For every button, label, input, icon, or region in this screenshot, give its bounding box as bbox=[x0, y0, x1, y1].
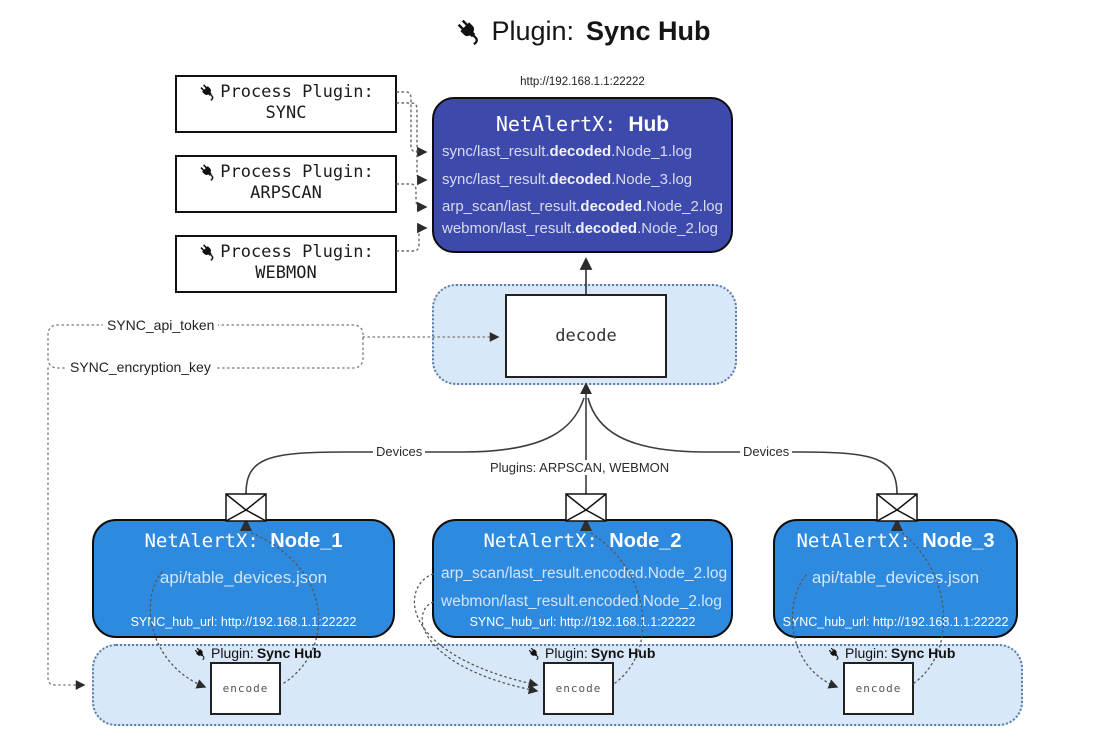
hub-file: arp_scan/last_result.decoded.Node_2.log bbox=[442, 198, 723, 215]
node-3-file: api/table_devices.json bbox=[811, 568, 980, 587]
node-2-title: NetAlertX: Node_2 bbox=[483, 530, 682, 552]
hub-file: sync/last_result.decoded.Node_1.log bbox=[442, 143, 693, 160]
node-3-box: NetAlertX: Node_3 api/table_devices.json… bbox=[773, 519, 1018, 638]
title-name: Sync Hub bbox=[586, 16, 711, 46]
hub-title: NetAlertX: Hub bbox=[434, 112, 731, 137]
process-plugin-name-arpscan: ARPSCAN bbox=[250, 183, 322, 203]
envelope-icon bbox=[876, 493, 918, 522]
node-2-file: webmon/last_result.encoded.Node_2.log bbox=[441, 593, 722, 610]
decode-box: decode bbox=[505, 294, 667, 378]
node-1-hub-url: SYNC_hub_url: http://192.168.1.1:22222 bbox=[130, 615, 357, 629]
process-to-hub-connectors bbox=[396, 91, 428, 252]
node-to-decode-fan bbox=[245, 382, 898, 495]
node-2-file: arp_scan/last_result.encoded.Node_2.log bbox=[441, 565, 728, 582]
hub-url: http://192.168.1.1:22222 bbox=[520, 76, 645, 88]
process-plugin-name-webmon: WEBMON bbox=[255, 263, 317, 283]
process-plugin-box-sync: Process Plugin: SYNC bbox=[175, 75, 397, 133]
plug-icon bbox=[458, 19, 479, 46]
plug-icon bbox=[528, 647, 539, 660]
encode-box-1: encode bbox=[210, 662, 281, 715]
process-plugin-label: Process Plugin: bbox=[220, 162, 374, 182]
node-1-file: api/table_devices.json bbox=[159, 568, 328, 587]
title-prefix: Plugin: bbox=[491, 16, 575, 46]
sync-encryption-key-label: SYNC_encryption_key bbox=[66, 359, 215, 375]
encoder-2-label: Plugin:Sync Hub bbox=[527, 645, 655, 661]
devices-right-label: Devices bbox=[740, 444, 793, 459]
envelope-icon bbox=[225, 493, 267, 522]
process-plugin-label: Process Plugin: bbox=[220, 242, 374, 262]
devices-left-label: Devices bbox=[373, 444, 426, 459]
plug-icon bbox=[200, 244, 214, 261]
hub-file: sync/last_result.decoded.Node_3.log bbox=[442, 171, 693, 188]
plugins-center-label: Plugins: ARPSCAN, WEBMON bbox=[487, 460, 673, 475]
encode-box-3: encode bbox=[843, 662, 914, 715]
node-3-title: NetAlertX: Node_3 bbox=[796, 530, 995, 552]
encoder-1-label: Plugin:Sync Hub bbox=[193, 645, 321, 661]
envelope-icon bbox=[565, 493, 607, 522]
hub-title-prefix: NetAlertX: bbox=[495, 112, 617, 136]
process-plugin-label: Process Plugin: bbox=[220, 82, 374, 102]
hub-box: NetAlertX: Hub sync/last_result.decoded.… bbox=[432, 97, 733, 253]
page-title: Plugin: Sync Hub bbox=[24, 16, 1117, 47]
sync-api-token-label: SYNC_api_token bbox=[103, 317, 219, 333]
encoder-3-label: Plugin:Sync Hub bbox=[827, 645, 955, 661]
process-plugin-box-webmon: Process Plugin: WEBMON bbox=[175, 235, 397, 293]
node-1-title: NetAlertX: Node_1 bbox=[144, 530, 343, 552]
hub-title-name: Hub bbox=[628, 113, 670, 136]
node-2-hub-url: SYNC_hub_url: http://192.168.1.1:22222 bbox=[469, 615, 696, 629]
encode-box-2: encode bbox=[543, 662, 614, 715]
node-1-box: NetAlertX: Node_1 api/table_devices.json… bbox=[92, 519, 395, 638]
hub-file: webmon/last_result.decoded.Node_2.log bbox=[442, 220, 718, 237]
process-plugin-box-arpscan: Process Plugin: ARPSCAN bbox=[175, 155, 397, 213]
node-3-hub-url: SYNC_hub_url: http://192.168.1.1:22222 bbox=[782, 615, 1009, 629]
node-2-box: NetAlertX: Node_2 arp_scan/last_result.e… bbox=[432, 519, 733, 638]
process-plugin-name-sync: SYNC bbox=[265, 103, 307, 123]
plug-icon bbox=[200, 164, 214, 181]
plug-icon bbox=[194, 647, 205, 660]
plug-icon bbox=[828, 647, 839, 660]
plug-icon bbox=[200, 84, 214, 101]
